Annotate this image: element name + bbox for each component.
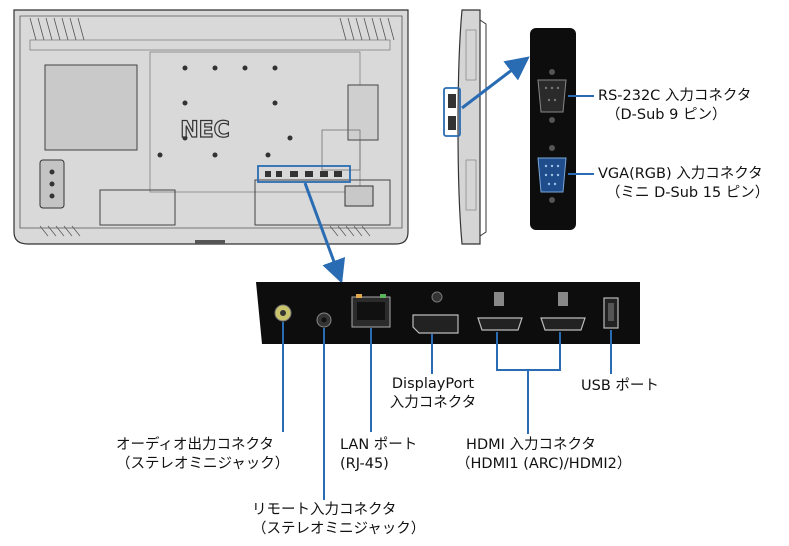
vga-connector (537, 145, 567, 203)
side-connector-panel (530, 28, 576, 230)
displayport-label: DisplayPort 入力コネクタ (389, 376, 477, 411)
highlight-box-bottom (257, 165, 351, 183)
displayport-connector (412, 314, 459, 334)
rs232c-connector (537, 69, 567, 123)
zoom-arrow-side (461, 56, 530, 110)
rs232c-label: RS-232C 入力コネクタ （D-Sub 9 ピン） (598, 88, 752, 123)
hdmi-label: HDMI 入力コネクタ （HDMI1 (ARC)/HDMI2） (456, 437, 632, 472)
highlight-box-side (443, 87, 461, 137)
monitor-back-view (13, 9, 409, 245)
brand-logo: NEC (180, 118, 230, 143)
bottom-leaders (282, 322, 612, 500)
hdmi1-connector (477, 317, 523, 331)
remote-in-label: リモート入力コネクタ （ステレオミニジャック） (252, 502, 426, 537)
bottom-connector-panel (256, 282, 640, 344)
monitor-side-view (443, 9, 487, 245)
hdmi2-connector (540, 317, 586, 331)
vga-label: VGA(RGB) 入力コネクタ （ミニ D-Sub 15 ピン） (598, 166, 770, 201)
usb-label: USB ポート (581, 378, 659, 394)
lan-label: LAN ポート (RJ-45) (340, 437, 418, 472)
audio-out-label: オーディオ出力コネクタ （ステレオミニジャック） (116, 437, 290, 472)
zoom-arrow-bottom (303, 182, 346, 284)
